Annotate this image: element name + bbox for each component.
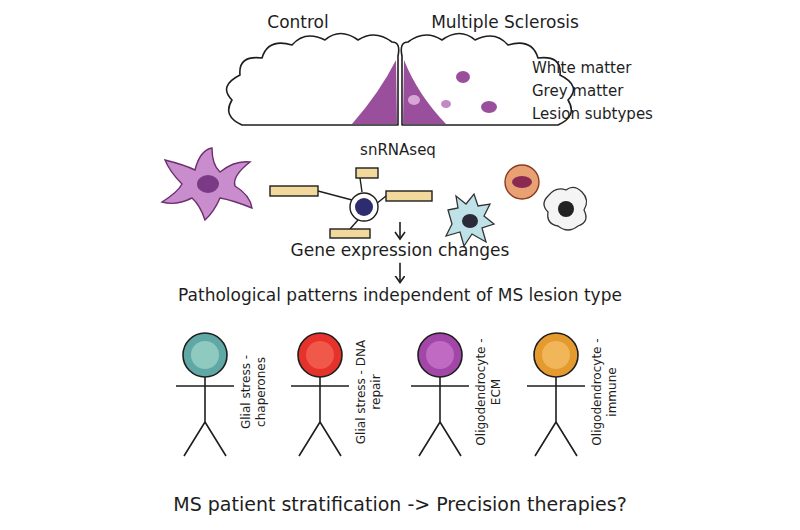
arrow-shaft (399, 222, 401, 238)
flow-arrow (395, 222, 405, 239)
text-label: White matter (532, 59, 732, 78)
flow-arrow (399, 263, 401, 283)
microglia-body (446, 194, 494, 246)
head-fill (542, 341, 570, 369)
figure-head (183, 333, 227, 377)
brain (227, 34, 574, 126)
immune-cell (544, 187, 587, 230)
text-label: Control (228, 12, 368, 33)
astrocyte (162, 148, 252, 220)
stick-figure (411, 333, 469, 456)
patients (176, 333, 585, 456)
microglia (446, 194, 494, 246)
astrocyte-nucleus (197, 175, 219, 193)
stick-figure (291, 333, 349, 456)
figure-body (291, 377, 349, 456)
lesion (456, 71, 470, 83)
text-label: Oligodendrocyte - ECM (474, 336, 504, 448)
figure-body (176, 377, 234, 456)
process (350, 220, 358, 229)
text-label: Glial stress - DNA repair (354, 336, 384, 448)
cell-body (505, 165, 539, 199)
myelin-segment (270, 186, 318, 196)
lesion (481, 101, 497, 113)
cell-nucleus (512, 176, 532, 188)
text-node: Gene expression changes (240, 240, 560, 261)
lesion (441, 100, 451, 108)
text-label: Grey matter (532, 82, 732, 101)
lesion (408, 95, 420, 105)
text-label: Multiple Sclerosis (395, 12, 615, 33)
head-fill (191, 341, 219, 369)
head-fill (306, 341, 334, 369)
stick-figure (176, 333, 234, 456)
blood-cell (505, 165, 539, 199)
cell-nucleus (558, 201, 574, 217)
myelin-segment (356, 168, 378, 178)
text-label: snRNAseq (328, 141, 468, 160)
myelin-segment (330, 229, 370, 238)
cell-body (544, 187, 587, 230)
figure-head (298, 333, 342, 377)
control-hemisphere (227, 34, 399, 126)
microglia-nucleus (462, 214, 478, 228)
stick-figure (527, 333, 585, 456)
text-label: Oligodendrocyte - immune (590, 336, 620, 448)
text-label: MS patient stratification -> Precision t… (20, 493, 780, 517)
arrow-head (395, 232, 405, 239)
astrocyte-body (162, 148, 252, 220)
text-label: Lesion subtypes (532, 105, 732, 124)
grey-matter-ms (403, 60, 446, 124)
oligodendrocyte-nucleus (355, 198, 373, 216)
text-label: Glial stress - chaperones (239, 336, 269, 448)
node-text: Pathological patterns independent of MS … (80, 285, 720, 306)
figure-head (534, 333, 578, 377)
oligodendrocyte-body (350, 193, 378, 221)
text-node: Pathological patterns independent of MS … (80, 285, 720, 306)
figure-body (527, 377, 585, 456)
process (360, 178, 362, 192)
myelin-segment (386, 191, 432, 201)
figure-head (418, 333, 462, 377)
grey-matter-control (352, 60, 397, 124)
process (318, 191, 352, 200)
head-fill (426, 341, 454, 369)
figure-body (411, 377, 469, 456)
node-text: Gene expression changes (240, 240, 560, 261)
oligodendrocyte (270, 168, 432, 238)
